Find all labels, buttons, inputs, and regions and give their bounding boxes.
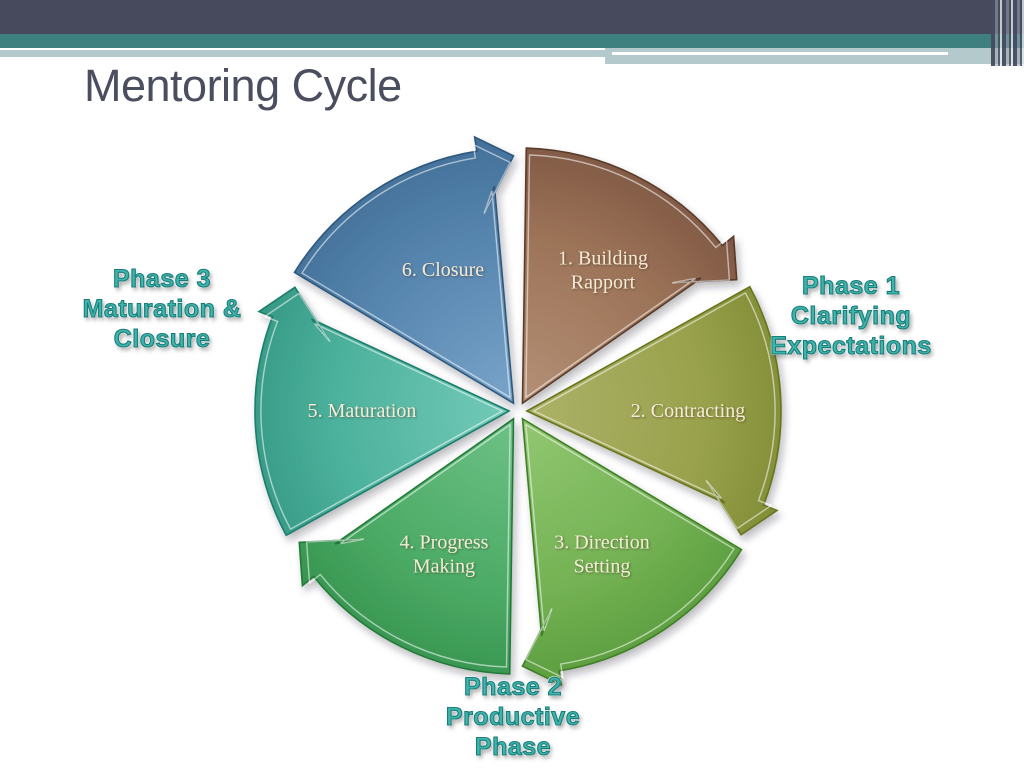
segment-label-line: 2. Contracting — [630, 400, 746, 423]
corner-stripes-decoration — [991, 0, 1024, 66]
phase-1-line: Clarifying — [790, 301, 912, 330]
segment-closure — [293, 135, 515, 405]
segment-label-line: 1. Building — [557, 247, 649, 270]
phase-3-label: Phase 3 Maturation & Closure — [82, 264, 242, 354]
segment-direction-setting — [521, 417, 743, 687]
phase-3-line: Phase 3 — [112, 264, 211, 293]
segment-label-line: 5. Maturation — [307, 400, 417, 423]
phase-2-label: Phase 2 Productive Phase — [445, 672, 581, 762]
slide-title: Mentoring Cycle — [84, 60, 402, 111]
segment-label-line: 4. Progress — [399, 531, 489, 554]
phase-1-line: Expectations — [770, 331, 932, 360]
header-teal-band — [0, 34, 1024, 48]
segment-label-contracting: 2. Contracting — [631, 400, 745, 424]
segment-label-closure: 6. Closure — [402, 259, 484, 283]
phase-1-label: Phase 1 Clarifying Expectations — [770, 271, 932, 361]
segment-contracting — [525, 285, 782, 536]
header-accent-line — [612, 52, 948, 55]
segment-progress-making — [298, 417, 515, 675]
header-light-stripe — [0, 50, 930, 57]
segment-label-line: Rapport — [570, 271, 636, 293]
phase-2-line: Phase 2 — [463, 672, 563, 701]
segment-label-line: Setting — [573, 555, 631, 577]
segment-label-line: Making — [412, 555, 476, 577]
phase-3-line: Closure — [113, 324, 211, 353]
header-dark-band — [0, 0, 1024, 34]
phase-1-line: Phase 1 — [801, 271, 901, 300]
segment-label-maturation: 5. Maturation — [308, 400, 417, 424]
segment-building-rapport — [521, 147, 738, 405]
phase-2-line: Productive — [445, 702, 581, 731]
segment-label-line: 3. Direction — [554, 531, 650, 554]
segment-maturation — [254, 286, 511, 537]
phase-3-line: Maturation & — [82, 294, 242, 323]
segment-label-line: 6. Closure — [401, 259, 485, 282]
phase-2-line: Phase — [474, 732, 552, 761]
